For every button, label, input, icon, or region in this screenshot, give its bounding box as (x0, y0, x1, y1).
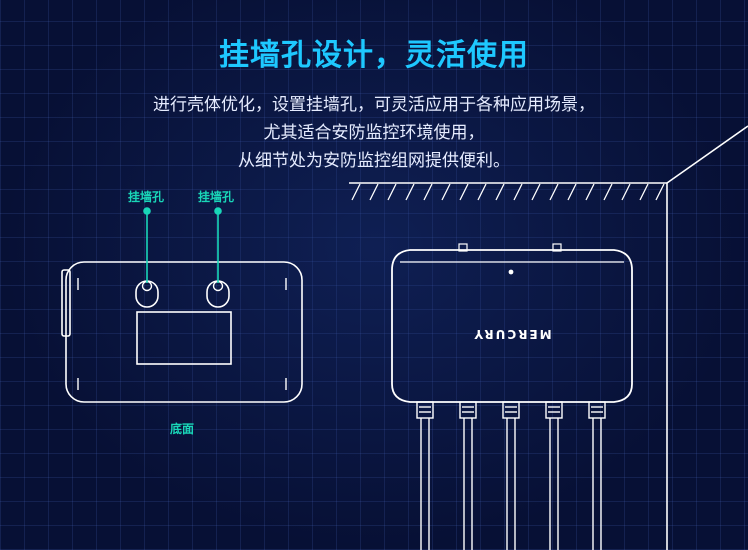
description-line-1: 进行壳体优化，设置挂墙孔，可灵活应用于各种应用场景， (153, 95, 595, 115)
wall-outline (349, 125, 748, 550)
callout-lines (143, 207, 222, 283)
cable-3 (502, 401, 520, 550)
cable-1 (416, 401, 434, 550)
bottom-view-label: 底面 (170, 422, 195, 436)
wall-hole-label-right: 挂墙孔 (198, 190, 235, 204)
cable-4 (545, 401, 563, 550)
description-line-3: 从细节处为安防监控组网提供便利。 (238, 151, 510, 171)
ceiling-hatch (351, 183, 665, 201)
page-title: 挂墙孔设计，灵活使用 (219, 38, 529, 73)
mounted-switch (391, 243, 633, 403)
wall-hole-label-left: 挂墙孔 (128, 190, 165, 204)
wall-mount-hole-left (135, 280, 159, 308)
brand-logo: MERCURY (472, 327, 551, 341)
status-led (508, 269, 514, 275)
description-line-2: 尤其适合安防监控环境使用， (263, 123, 485, 143)
wall-mount-hole-right (206, 280, 230, 308)
switch-bottom-view (61, 261, 303, 403)
cable-5 (588, 401, 606, 550)
cable-2 (459, 401, 477, 550)
